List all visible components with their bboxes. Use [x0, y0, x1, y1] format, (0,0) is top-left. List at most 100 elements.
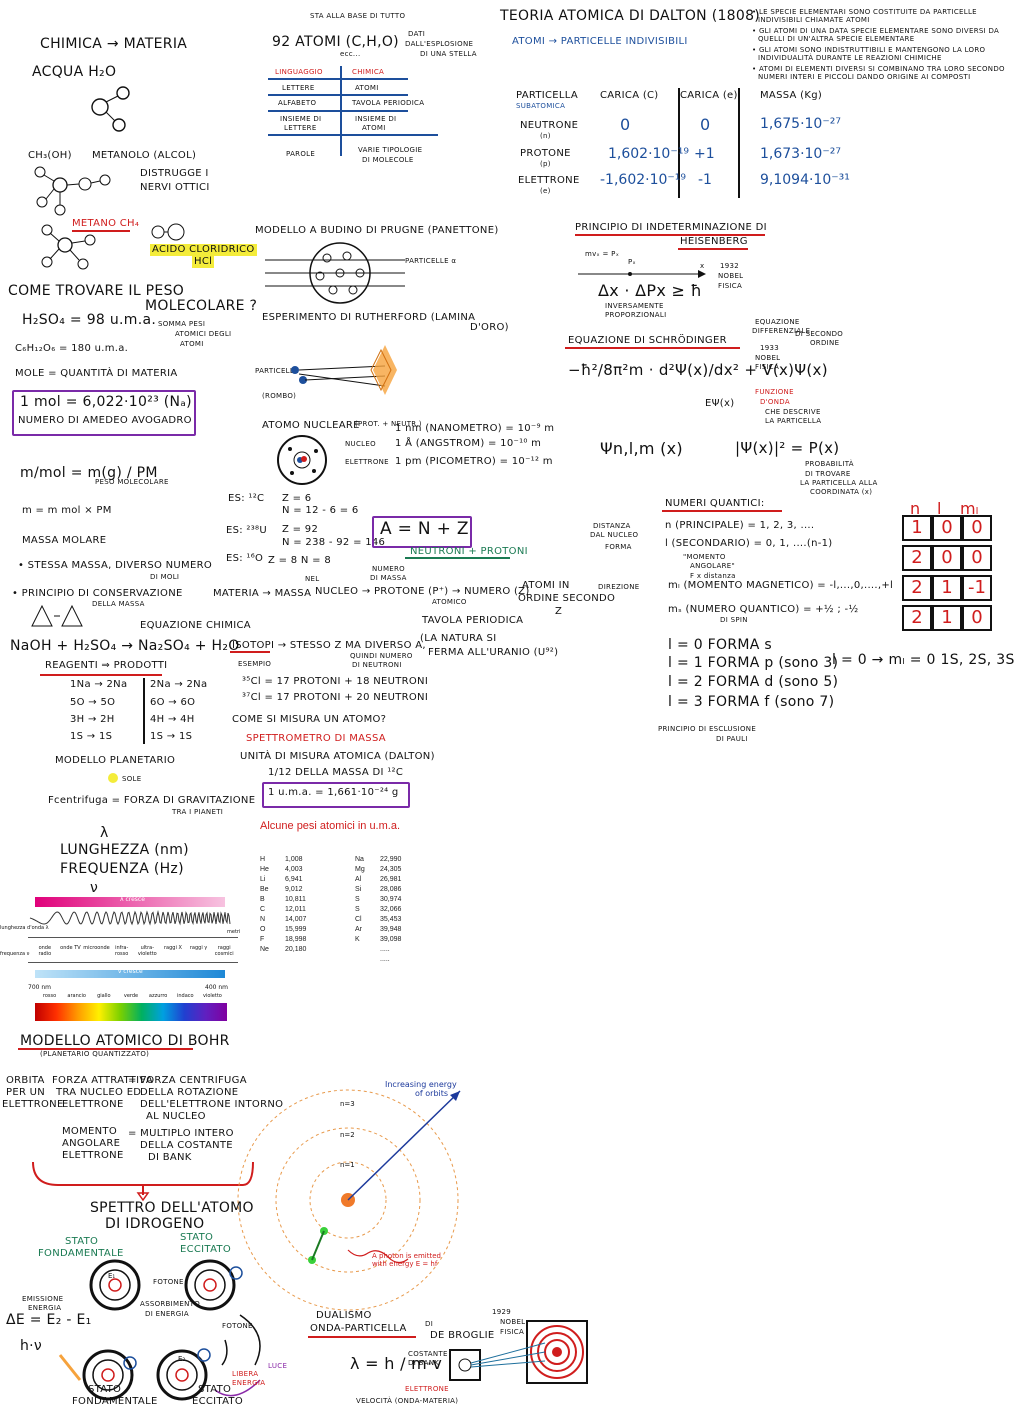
- dalton-d1b: INDIVISIBILI CHIAMATE ATOMI: [758, 16, 870, 24]
- dall: DALL'ESPLOSIONE: [405, 40, 474, 48]
- carica-c-header: CARICA (C): [600, 90, 659, 101]
- heisenberg-title: PRINCIPIO DI INDETERMINAZIONE DI: [575, 222, 767, 233]
- ordine-label: ORDINE SECONDO: [518, 593, 616, 604]
- pesi-row: N 14,007: [260, 916, 306, 926]
- pesi-value: .....: [380, 956, 390, 963]
- atomico-label: ATOMICO: [432, 598, 467, 606]
- bohr-brace: [32, 1161, 254, 1202]
- quantum-grid-cell: 2: [902, 605, 932, 631]
- balance-r2b: 6O → 6O: [150, 697, 196, 708]
- stato-f: STATO: [65, 1236, 99, 1247]
- methane-molecule-icon: [41, 224, 96, 270]
- di-label: DI: [425, 1320, 434, 1328]
- dell-el: DELL'ELETTRONE INTORNO: [140, 1099, 284, 1110]
- pesi-symbol: N: [260, 916, 266, 923]
- di-neutroni: DI NEUTRONI: [352, 661, 402, 669]
- table-r4b: VARIE TIPOLOGIE: [358, 146, 423, 154]
- metano-underline: [72, 230, 130, 232]
- emissione: EMISSIONE: [22, 1295, 64, 1303]
- dalton-d2: • GLI ATOMI DI UNA DATA SPECIE ELEMENTAR…: [752, 27, 1000, 35]
- atomici-text: ATOMICI DEGLI: [175, 330, 232, 338]
- pesi-symbol: S: [355, 906, 360, 913]
- visible-color-label: arancio: [67, 993, 86, 999]
- quantum-grid-cell: -1: [962, 575, 992, 601]
- particelle-label: PARTICELLE: [255, 367, 299, 375]
- di-bank: DI BANK: [148, 1152, 192, 1163]
- pesi-symbol: C: [260, 906, 266, 913]
- visible-color-label: giallo: [97, 993, 111, 999]
- triangle-icons: [31, 604, 83, 627]
- heisenberg-underline: [575, 234, 765, 236]
- dualismo: DUALISMO: [316, 1310, 372, 1321]
- pauli2: DI PAULI: [716, 735, 748, 743]
- neutrone-label: NEUTRONE: [520, 120, 579, 131]
- balance-r2a: 5O → 5O: [70, 697, 116, 708]
- hcl-label: HCl: [192, 256, 215, 268]
- pesi-symbol: He: [260, 866, 269, 873]
- ms-def: mₛ (NUMERO QUANTICO) = +½ ; -½: [668, 604, 859, 615]
- neutroni-underline: [405, 557, 510, 559]
- nobel-1932b: NOBEL: [718, 272, 744, 280]
- numeri-underline: [662, 510, 782, 512]
- elettrone-bohr-3: ELETTRONE: [62, 1150, 124, 1161]
- ecc: ecc...: [340, 50, 361, 58]
- ang-def: 1 Å (ANGSTROM) = 10⁻¹⁰ m: [395, 438, 542, 449]
- eq-diff3: DI SECONDO: [795, 330, 844, 338]
- somma-text: SOMMA PESI: [158, 320, 206, 328]
- rutherford-diagram: [291, 345, 397, 395]
- nervi-text: NERVI OTTICI: [140, 182, 210, 193]
- protone-massa: 1,673·10⁻²⁷: [760, 146, 841, 162]
- atom-ground-2: [82, 1349, 137, 1401]
- metanolo-label: METANOLO (ALCOL): [92, 150, 197, 161]
- plum-pudding-diagram: [265, 242, 405, 304]
- massa-molare: MASSA MOLARE: [22, 535, 107, 546]
- nobel-1932c: FISICA: [718, 282, 743, 290]
- proporzionali: PROPORZIONALI: [605, 311, 667, 319]
- reagenti-prodotti: REAGENTI ⇒ PRODOTTI: [45, 660, 168, 671]
- nucleo-label: NUCLEO: [345, 440, 376, 448]
- molecolare-heading: MOLECOLARE ?: [145, 298, 258, 314]
- stato-e3: STATO: [198, 1384, 232, 1395]
- atomi-in: ATOMI IN: [522, 580, 570, 591]
- pesi-symbol: Be: [260, 886, 269, 893]
- come-trovare-heading: COME TROVARE IL PESO: [8, 283, 185, 299]
- balance-r4a: 1S → 1S: [70, 731, 113, 742]
- dalton-title: TEORIA ATOMICA DI DALTON (1808): [500, 8, 761, 24]
- avogadro-text: NUMERO DI AMEDEO AVOGADRO: [18, 415, 192, 426]
- dalton-d4: • ATOMI DI ELEMENTI DIVERSI SI COMBINANO…: [752, 65, 1005, 73]
- onda-particella: ONDA-PARTICELLA: [310, 1323, 407, 1334]
- direzione: DIREZIONE: [598, 583, 640, 591]
- acido-label: ACIDO CLORIDRICO: [150, 244, 257, 256]
- es1b: N = 12 - 6 = 6: [282, 505, 359, 516]
- m-equation: m = m mol × PM: [22, 505, 112, 516]
- visible-color-label: violetto: [202, 993, 222, 999]
- frequenza-label: frequenza ν: [0, 951, 30, 957]
- tavola-label: TAVOLA PERIODICA: [422, 615, 524, 626]
- spettrometro: SPETTROMETRO DI MASSA: [246, 733, 386, 744]
- oro-label: D'ORO): [470, 322, 509, 333]
- heisenberg-axis: [578, 270, 706, 278]
- table-r2b: TAVOLA PERIODICA: [352, 99, 425, 107]
- unita-dalton: UNITÀ DI MISURA ATOMICA (DALTON): [240, 751, 435, 762]
- photon-emitted: A photon is emitted: [372, 1252, 441, 1260]
- particle-table-vline-2: [738, 88, 740, 198]
- table-line-2: [268, 94, 408, 96]
- table-header-1: LINGUAGGIO: [275, 68, 323, 76]
- inversamente: INVERSAMENTE: [605, 302, 664, 310]
- cl35: ³⁵Cl = 17 PROTONI + 18 NEUTRONI: [242, 676, 429, 687]
- table-header-2: CHIMICA: [352, 68, 385, 76]
- assorbimento: ASSORBIMENTO: [140, 1300, 200, 1308]
- energia-2: ENERGIA: [232, 1379, 266, 1387]
- increasing-energy: Increasing energy: [385, 1080, 457, 1089]
- balance-divider: [143, 678, 145, 744]
- schrodinger-underline: [565, 347, 740, 349]
- particella-header: PARTICELLA: [516, 90, 579, 101]
- pesi-symbol: Mg: [355, 866, 365, 873]
- uma-def: 1 u.m.a. = 1,661·10⁻²⁴ g: [268, 787, 399, 798]
- nuclear-atom-diagram: [277, 435, 327, 485]
- pesi-value: 14,007: [285, 916, 307, 923]
